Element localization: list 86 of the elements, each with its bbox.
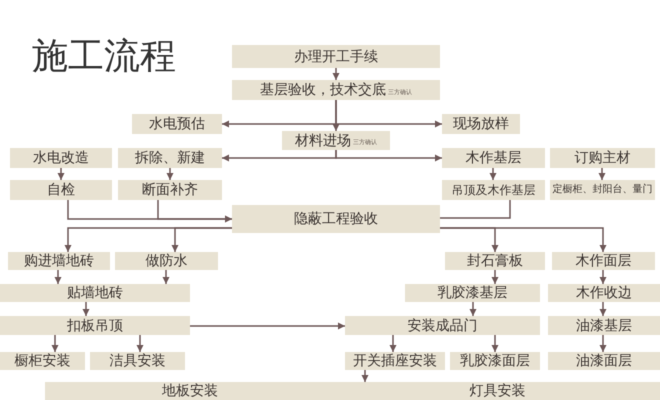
arrow	[332, 100, 340, 131]
process-box	[118, 180, 222, 200]
step-text: 自检	[47, 182, 75, 198]
process-box	[118, 148, 222, 168]
step-text: 木作面层	[576, 253, 632, 269]
arrow	[390, 335, 396, 352]
step-text: 乳胶漆基层	[438, 285, 508, 301]
process-box	[232, 45, 440, 68]
step-text: 断面补齐	[142, 182, 198, 198]
process-box	[8, 252, 110, 270]
step-text: 扣板吊顶	[67, 318, 123, 334]
step-text: 乳胶漆面层	[460, 353, 530, 369]
process-box	[550, 148, 655, 168]
step-text: 办理开工手续	[294, 48, 378, 64]
step-text: 开关插座安装	[353, 353, 437, 369]
arrow	[54, 270, 62, 284]
step-text: 油漆基层	[576, 318, 632, 334]
arrow	[136, 335, 144, 352]
step-text: 贴墙地砖	[67, 285, 123, 301]
arrow	[440, 227, 606, 252]
arrow	[600, 270, 606, 284]
arrow	[598, 168, 606, 180]
arrow	[190, 322, 345, 330]
step-text: 做防水	[146, 253, 188, 269]
arrow	[335, 150, 442, 162]
arrow	[492, 270, 498, 284]
arrow	[157, 200, 232, 222]
process-box	[552, 252, 655, 270]
step-text: 安装成品门	[408, 318, 478, 334]
arrow	[470, 302, 476, 316]
step-text: 地板安装	[162, 383, 218, 399]
process-box	[45, 382, 335, 400]
process-box	[442, 114, 520, 134]
arrow	[52, 335, 58, 352]
process-box	[442, 148, 545, 168]
step-text: 洁具安装	[110, 353, 166, 369]
process-box	[445, 252, 545, 270]
process-box	[0, 284, 190, 302]
step-text: 橱柜安装	[14, 353, 70, 369]
arrow	[362, 370, 368, 382]
title: 施工流程	[32, 36, 176, 78]
process-box	[335, 382, 660, 400]
step-text: 隐蔽工程验收	[294, 211, 378, 227]
step-text: 基层验收，技术交底	[260, 82, 386, 98]
arrow	[492, 335, 498, 352]
step-text: 油漆面层	[576, 353, 632, 369]
process-box	[450, 352, 540, 370]
process-box	[0, 316, 190, 335]
step-text: 封石膏板	[467, 253, 523, 269]
step-text: 定橱柜、封阳台、量门	[552, 182, 652, 197]
process-box	[548, 352, 660, 370]
arrow	[172, 227, 232, 252]
arrow	[600, 335, 606, 352]
step-text: 购进墙地砖	[24, 253, 94, 269]
step-text: 木作基层	[466, 150, 522, 166]
step-text: 吊顶及木作基层	[452, 182, 536, 198]
step-text: 水电预估	[149, 116, 205, 132]
process-box	[90, 352, 185, 370]
process-box	[10, 148, 112, 168]
process-box	[345, 352, 445, 370]
arrow	[162, 270, 170, 284]
arrow	[600, 302, 606, 316]
process-box	[232, 205, 440, 233]
step-text: 现场放样	[453, 116, 509, 132]
arrow	[58, 168, 64, 180]
arrow	[82, 302, 90, 316]
step-text: 灯具安装	[470, 383, 526, 399]
process-box	[548, 316, 660, 335]
process-box	[442, 180, 545, 200]
process-box	[345, 316, 540, 335]
step-text: 木作收边	[576, 285, 632, 301]
step-text: 拆除、新建	[135, 150, 205, 166]
step-text: 水电改造	[33, 150, 89, 166]
step-text: 订购主材	[574, 150, 630, 166]
process-box	[282, 131, 390, 150]
arrow	[332, 68, 340, 80]
process-box	[548, 284, 660, 302]
process-box	[405, 284, 540, 302]
step-text: 材料进场	[295, 132, 351, 148]
arrow	[490, 168, 496, 180]
process-box	[132, 114, 222, 134]
process-box	[0, 352, 85, 370]
process-box	[115, 252, 218, 270]
arrow	[166, 168, 174, 180]
process-box	[10, 180, 112, 200]
process-box	[232, 80, 440, 100]
